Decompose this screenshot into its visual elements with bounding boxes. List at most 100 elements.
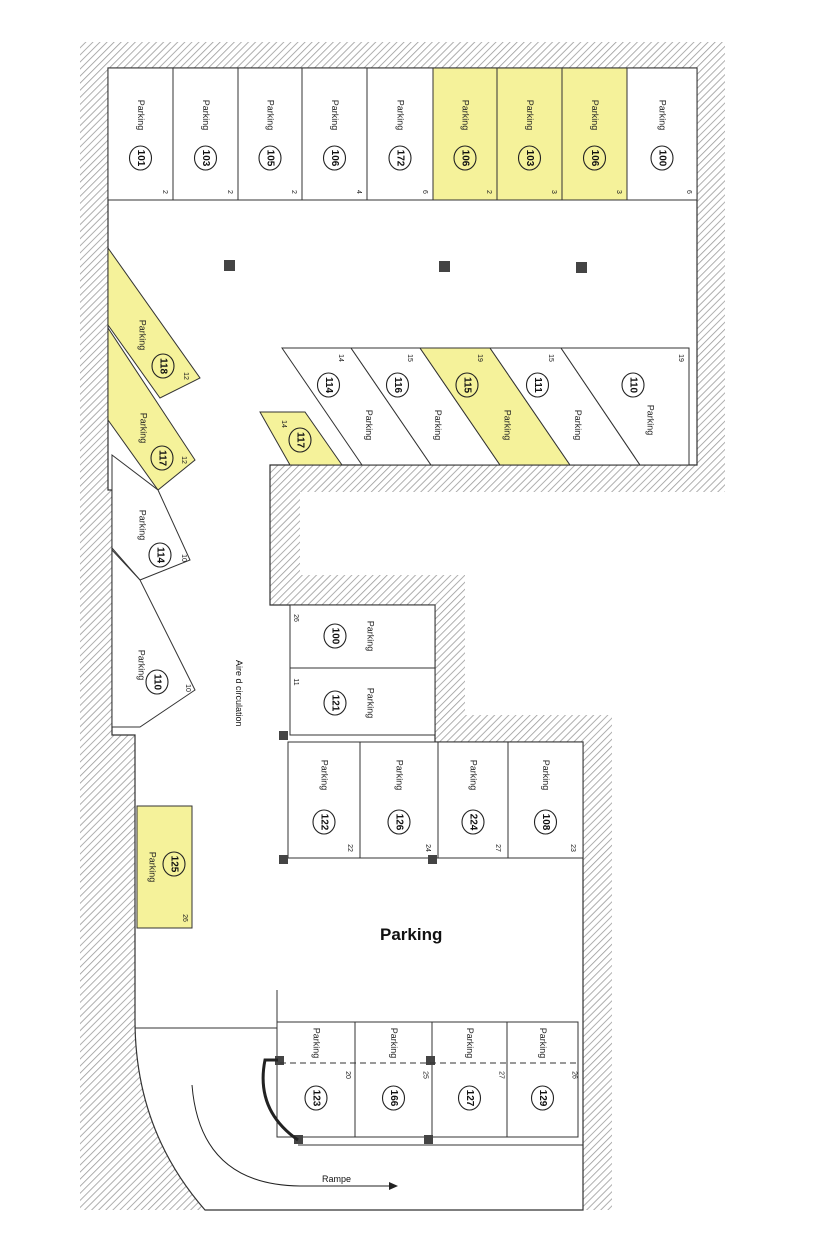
stall-number: 122: [318, 814, 329, 831]
stall-number-circle: [621, 372, 645, 398]
pillar: [294, 1135, 303, 1144]
stall-number: 108: [540, 814, 551, 831]
stall-number-circle: [145, 669, 169, 695]
stall-number-circle: [316, 372, 341, 398]
stall-number: 117: [294, 432, 305, 449]
stall-corner-number: 14: [337, 354, 344, 362]
stall-corner-number: 27: [494, 844, 501, 852]
stall-label: Parking: [525, 100, 535, 131]
stall-number-circle: [517, 145, 542, 171]
stall-number-circle: [128, 145, 153, 171]
stall-outline: [560, 347, 690, 466]
stall-number: 115: [461, 377, 472, 394]
stall-outline: [111, 548, 196, 728]
stall-label: Parking: [658, 100, 668, 131]
stall-corner-number: 2: [485, 190, 492, 194]
stall-label: Parking: [395, 760, 405, 791]
stall-corner-number: 23: [569, 844, 576, 852]
stall-corner-number: 14: [280, 420, 287, 428]
stall-outline: [432, 67, 498, 201]
stall-number: 105: [264, 150, 275, 167]
plan-title: Parking: [380, 925, 442, 944]
stall-number: 118: [157, 358, 168, 375]
stall-label: Parking: [139, 413, 149, 444]
stall-number: 123: [310, 1090, 321, 1107]
stall-outline: [289, 604, 436, 669]
parking-stall-105[interactable]: Parking 105 2: [237, 67, 303, 201]
stall-number: 100: [656, 150, 667, 167]
stall-number-circle: [533, 809, 558, 835]
pillars: [224, 260, 587, 1144]
stall-corner-number: 26: [571, 1071, 578, 1079]
stall-number-circle: [323, 690, 347, 716]
parking-stall-110[interactable]: Parking 110 19: [560, 347, 690, 466]
stall-number: 121: [329, 695, 340, 712]
stall-label: Parking: [646, 405, 656, 436]
stall-number: 106: [589, 150, 600, 167]
stall-corner-number: 2: [161, 190, 168, 194]
stall-number: 166: [388, 1090, 399, 1107]
parking-stall-100[interactable]: Parking 100 6: [626, 67, 698, 201]
stall-number: 111: [532, 377, 543, 393]
pillar: [576, 262, 587, 273]
pillar: [279, 731, 288, 740]
stall-corner-number: 19: [677, 354, 684, 362]
parking-stall-117[interactable]: 117 14: [259, 411, 343, 466]
stall-number: 110: [627, 377, 638, 394]
stall-label: Parking: [396, 100, 406, 131]
pillar: [426, 1056, 435, 1065]
stall-label: Parking: [201, 100, 211, 131]
pillar: [279, 855, 288, 864]
stall-label: Parking: [469, 760, 479, 791]
stall-number-circle: [381, 1085, 406, 1111]
stall-corner-number: 3: [615, 190, 622, 194]
pillar: [275, 1056, 284, 1065]
stall-number-circle: [288, 427, 312, 453]
stall-label: Parking: [148, 852, 158, 883]
stall-corner-number: 25: [422, 1071, 429, 1079]
stall-outline: [136, 805, 193, 929]
stall-outline: [289, 667, 436, 736]
stall-number-circle: [148, 542, 172, 568]
stall-corner-number: 6: [685, 190, 692, 194]
stall-outline: [496, 67, 563, 201]
stall-corner-number: 2: [290, 190, 297, 194]
stall-number-circle: [304, 1085, 328, 1111]
stall-outline: [507, 741, 584, 859]
stall-label: Parking: [538, 1028, 548, 1059]
ramp-label: Rampe: [322, 1174, 351, 1184]
stall-label: Parking: [266, 100, 276, 131]
stall-number: 100: [329, 628, 340, 645]
stall-number: 101: [135, 150, 146, 167]
stall-corner-number: 15: [406, 354, 413, 362]
stall-outline: [172, 67, 239, 201]
stall-label: Parking: [137, 650, 147, 681]
stall-outline: [366, 67, 434, 201]
stall-number-circle: [582, 145, 607, 171]
pillar: [424, 1135, 433, 1144]
stall-corner-number: 4: [355, 190, 362, 194]
